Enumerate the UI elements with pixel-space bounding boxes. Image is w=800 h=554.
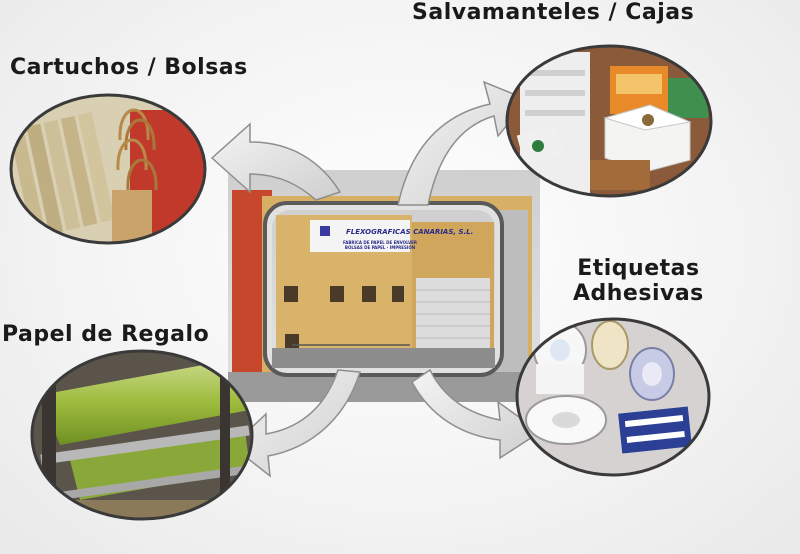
label-etiquetas-line1: Etiquetas	[577, 256, 700, 281]
center-building-photo	[263, 201, 504, 377]
boxes-photo	[505, 44, 713, 198]
label-salvamanteles-cajas: Salvamanteles / Cajas	[412, 0, 695, 25]
bags-photo	[9, 93, 207, 245]
labels-photo	[515, 317, 711, 477]
arrow-to-cartuchos	[210, 122, 342, 201]
label-etiquetas-line2: Adhesivas	[573, 281, 704, 307]
company-sign-line2: BOLSAS DE PAPEL · IMPRESIÓN	[344, 245, 416, 251]
company-sign-subtitle: FABRICA DE PAPEL DE ENVOLVER BOLSAS DE P…	[320, 240, 440, 250]
label-etiquetas-adhesivas: Etiquetas Adhesivas	[573, 256, 704, 307]
gift-paper-photo	[30, 349, 254, 521]
label-papel-regalo: Papel de Regalo	[2, 322, 210, 347]
label-cartuchos-bolsas: Cartuchos / Bolsas	[10, 55, 248, 80]
arrow-to-etiquetas	[411, 368, 542, 460]
company-sign-line1: FABRICA DE PAPEL DE ENVOLVER	[343, 240, 417, 245]
company-sign: FLEXOGRAFICAS CANARIAS, S.L.	[346, 228, 474, 236]
